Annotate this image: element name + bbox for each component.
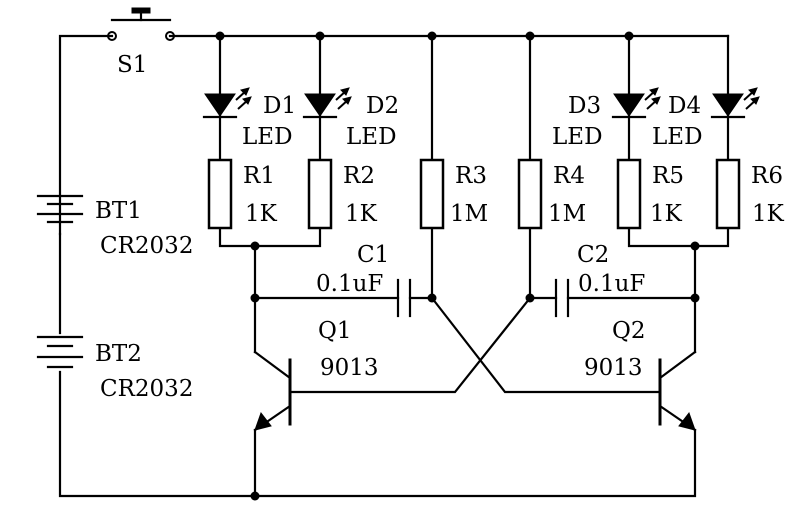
resistor-value-label: 1M	[450, 201, 488, 227]
junction-dot	[525, 31, 535, 41]
junction-dot	[427, 293, 437, 303]
junction-dot	[690, 293, 700, 303]
junction-dot	[624, 31, 634, 41]
capacitor-c2: C2 0.1uF	[554, 242, 645, 318]
resistor-value-label: 1K	[345, 201, 378, 227]
led-d2: D2 LED	[302, 87, 399, 150]
transistor-type-label: 9013	[320, 355, 379, 381]
led-d4: D4 LED	[652, 87, 760, 150]
switch-s1: S1	[107, 7, 175, 78]
resistor-label: R5	[652, 163, 684, 189]
transistor-label: Q2	[612, 318, 646, 344]
led-label: D3	[568, 93, 601, 119]
battery-label: BT1	[95, 198, 142, 224]
transistor-label: Q1	[318, 318, 352, 344]
resistor-value-label: 1K	[650, 201, 683, 227]
resistor-r5: R5 1K	[616, 158, 684, 230]
capacitor-c1: C1 0.1uF	[316, 242, 412, 318]
battery-bt1: BT1 CR2032	[36, 194, 193, 259]
capacitor-label: C1	[357, 242, 389, 268]
resistor-r6: R6 1K	[715, 158, 785, 230]
led-label: D2	[366, 93, 399, 119]
led-type-label: LED	[552, 124, 603, 150]
battery-type-label: CR2032	[100, 233, 193, 259]
resistor-label: R6	[751, 163, 783, 189]
resistor-label: R2	[343, 163, 375, 189]
resistor-r1: R1 1K	[207, 158, 278, 230]
junction-dot	[250, 241, 260, 251]
resistor-value-label: 1K	[752, 201, 785, 227]
capacitor-label: C2	[577, 242, 609, 268]
led-type-label: LED	[242, 124, 293, 150]
junction-dot	[427, 31, 437, 41]
battery-type-label: CR2032	[100, 376, 193, 402]
junction-dot	[315, 31, 325, 41]
resistor-value-label: 1M	[548, 201, 586, 227]
resistor-r3: R3 1M	[419, 158, 488, 230]
battery-label: BT2	[95, 341, 142, 367]
battery-bt2: BT2 CR2032	[36, 335, 193, 402]
junction-dots	[215, 31, 700, 501]
resistor-r4: R4 1M	[517, 158, 586, 230]
transistor-type-label: 9013	[584, 355, 643, 381]
led-type-label: LED	[346, 124, 397, 150]
led-label: D4	[668, 93, 701, 119]
transistor-q1: Q1 9013	[253, 318, 379, 432]
resistor-label: R4	[553, 163, 585, 189]
led-label: D1	[263, 93, 296, 119]
transistor-q2: Q2 9013	[584, 318, 697, 432]
resistor-label: R3	[455, 163, 487, 189]
led-d1: D1 LED	[202, 87, 296, 150]
led-d3: D3 LED	[552, 87, 661, 150]
resistor-r2: R2 1K	[307, 158, 378, 230]
capacitor-value-label: 0.1uF	[578, 271, 645, 297]
led-type-label: LED	[652, 124, 703, 150]
switch-label: S1	[117, 52, 147, 78]
junction-dot	[525, 293, 535, 303]
junction-dot	[690, 241, 700, 251]
junction-dot	[250, 293, 260, 303]
junction-dot	[250, 491, 260, 501]
resistor-value-label: 1K	[245, 201, 278, 227]
junction-dot	[215, 31, 225, 41]
resistor-label: R1	[243, 163, 275, 189]
capacitor-value-label: 0.1uF	[316, 271, 383, 297]
